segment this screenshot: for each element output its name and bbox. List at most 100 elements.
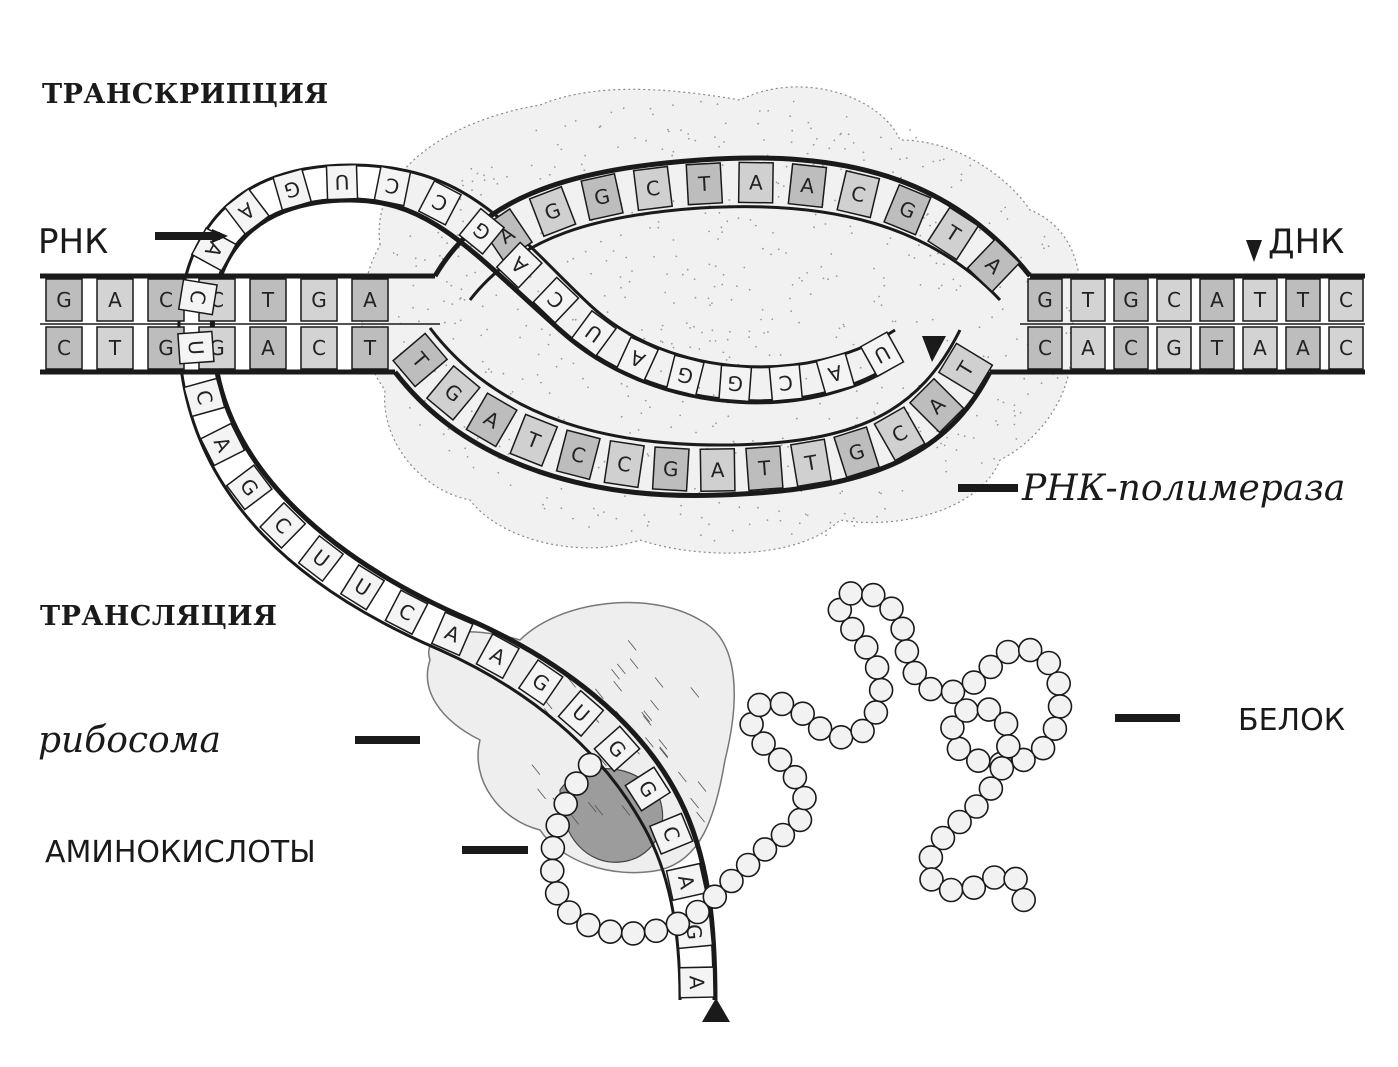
polymerase-pointer-arrow — [958, 484, 1018, 492]
dna-base: T — [250, 279, 286, 321]
dna-base-letter: C — [159, 288, 173, 312]
amino-acid-bead — [947, 737, 970, 760]
rna-end-marker-icon — [702, 998, 730, 1022]
dna-base: A — [97, 279, 133, 321]
dna-base-letter: A — [1210, 288, 1224, 312]
dna-base: G — [1114, 279, 1148, 321]
dna-base-letter: G — [158, 336, 174, 360]
rna-base-letter: A — [685, 975, 709, 989]
dna-base: C — [1329, 279, 1363, 321]
amino-acid-bead — [789, 808, 812, 831]
dna-base-letter: A — [108, 288, 122, 312]
dna-loop-base: C — [634, 166, 673, 210]
rna-base-letter: G — [727, 371, 744, 396]
dna-base-letter: T — [108, 336, 122, 360]
rna-base-letter: U — [334, 170, 349, 194]
dna-end-marker-icon — [1246, 240, 1262, 262]
amino-acid-bead — [955, 699, 978, 722]
rna-base: C — [184, 378, 225, 416]
rna-polymerase-label: РНК-полимераза — [1021, 468, 1345, 509]
amino-acid-bead — [866, 656, 889, 679]
amino-acid-bead — [870, 679, 893, 702]
amino-acid-bead — [1004, 867, 1027, 890]
dna-template-base-letter: A — [711, 458, 725, 482]
dna-base: G — [301, 279, 337, 321]
dna-base: G — [1157, 327, 1191, 369]
protein-pointer-arrow — [1115, 714, 1180, 722]
amino-acid-bead — [864, 701, 887, 724]
amino-acid-bead — [997, 641, 1020, 664]
amino-acid-pointer-arrow — [462, 846, 528, 854]
dna-base-letter: T — [363, 336, 377, 360]
amino-acid-bead — [793, 787, 816, 810]
dna-base: T — [1071, 279, 1105, 321]
dna-base: A — [1286, 327, 1320, 369]
dna-base: T — [97, 327, 133, 369]
dna-template-base: G — [653, 447, 689, 491]
translation-title: ТРАНСЛЯЦИЯ — [40, 601, 277, 632]
rna-base: C — [179, 280, 217, 315]
dna-loop-base-letter: T — [697, 171, 712, 196]
amino-acid-bead — [565, 772, 588, 795]
amino-acid-bead — [577, 914, 600, 937]
dna-template-base: C — [604, 441, 644, 488]
dna-base: C — [1028, 327, 1062, 369]
dna-loop-base: T — [686, 163, 722, 205]
amino-acid-bead — [809, 717, 832, 740]
rna-base-letter: U — [183, 339, 208, 355]
dna-base: A — [352, 279, 388, 321]
dna-base-letter: A — [1081, 336, 1095, 360]
dna-base-letter: C — [1124, 336, 1138, 360]
amino-acid-bead — [919, 678, 942, 701]
dna-loop-base: A — [739, 162, 774, 202]
dna-base: C — [301, 327, 337, 369]
amino-acid-bead — [1037, 652, 1060, 675]
dna-base: A — [1071, 327, 1105, 369]
amino-acid-bead — [830, 726, 853, 749]
dna-base: A — [1200, 279, 1234, 321]
amino-acid-bead — [990, 757, 1013, 780]
amino-acid-bead — [895, 640, 918, 663]
dna-template-base-letter: T — [756, 456, 772, 481]
amino-acid-bead — [771, 692, 794, 715]
amino-acid-bead — [1049, 695, 1072, 718]
dna-base-letter: C — [57, 336, 71, 360]
rna-base: A — [225, 189, 269, 234]
dna-base-letter: C — [312, 336, 326, 360]
dna-base-letter: C — [1339, 288, 1353, 312]
dna-label: ДНК — [1268, 222, 1344, 262]
dna-base-letter: C — [1339, 336, 1353, 360]
amino-acid-bead — [1047, 672, 1070, 695]
rna-pointer-arrow — [155, 232, 220, 240]
dna-base: G — [46, 279, 82, 321]
dna-base-letter: G — [1123, 288, 1139, 312]
dna-base: A — [1243, 327, 1277, 369]
dna-base-letter: C — [1038, 336, 1052, 360]
dna-base: C — [1114, 327, 1148, 369]
amino-acids-label: АМИНОКИСЛОТЫ — [45, 835, 316, 870]
dna-base-letter: G — [311, 288, 327, 312]
dna-base-letter: G — [1166, 336, 1182, 360]
dna-template-base: A — [700, 449, 735, 492]
amino-acid-bead — [995, 712, 1018, 735]
dna-base-letter: T — [1253, 288, 1267, 312]
dna-base: C — [1329, 327, 1363, 369]
dna-base: T — [1243, 279, 1277, 321]
rna-base: A — [666, 864, 706, 901]
dna-template-base: T — [791, 439, 831, 486]
dna-base-letter: A — [1296, 336, 1310, 360]
amino-acid-bead — [1012, 888, 1035, 911]
dna-base: C — [1157, 279, 1191, 321]
dna-base: C — [46, 327, 82, 369]
ribosome-pointer-arrow — [355, 736, 420, 744]
amino-acid-bead — [546, 814, 569, 837]
amino-acid-bead — [962, 876, 985, 899]
dna-base: A — [250, 327, 286, 369]
amino-acid-bead — [891, 617, 914, 640]
dna-base-letter: T — [1210, 336, 1224, 360]
dna-base-letter: G — [56, 288, 72, 312]
rna-base: A — [680, 967, 715, 998]
dna-base: C — [148, 279, 184, 321]
amino-acid-bead — [940, 879, 963, 902]
dna-base: T — [352, 327, 388, 369]
